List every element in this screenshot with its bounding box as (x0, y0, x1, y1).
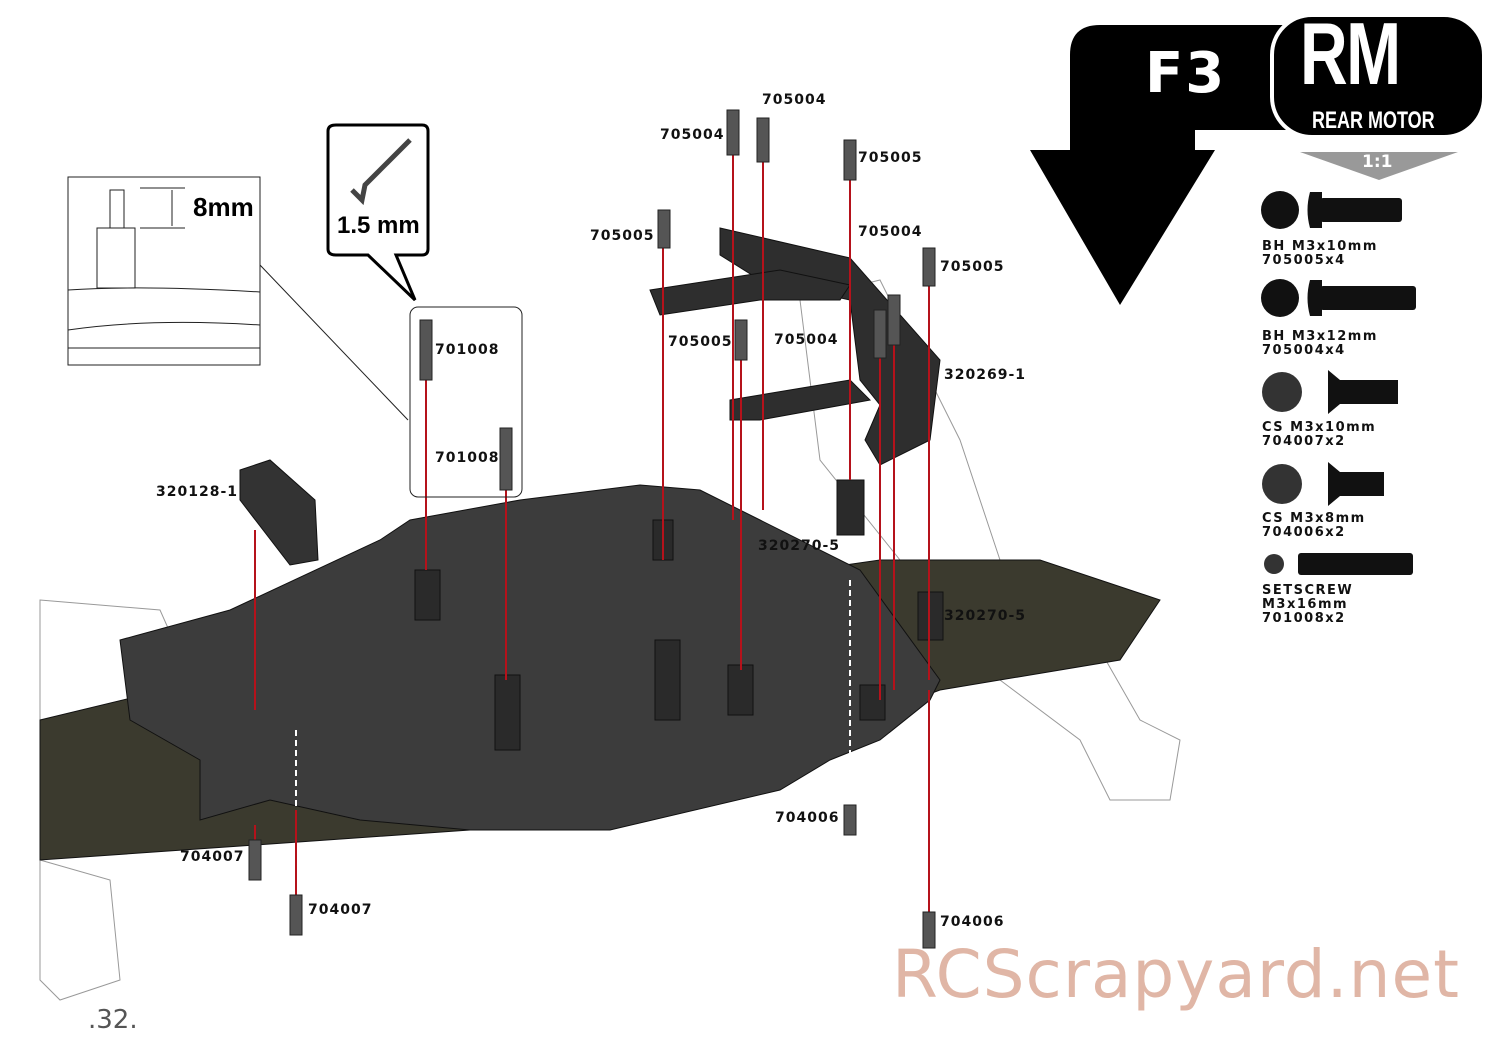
part-label: 704006 (940, 914, 1005, 930)
part-label: 705004 (660, 127, 725, 143)
part-label: 705005 (940, 259, 1005, 275)
legend-type: BH M3x10mm (1262, 239, 1378, 254)
legend-type: CS M3x10mm (1262, 420, 1377, 435)
part-label: 705005 (858, 150, 923, 166)
part-label: 705004 (858, 224, 923, 240)
legend-code: 705004x4 (1262, 343, 1346, 358)
scale-label: 1:1 (1362, 152, 1393, 172)
rm-badge-text: RM (1300, 4, 1401, 103)
legend-screw-icons (1261, 191, 1416, 575)
scale-banner (1300, 152, 1458, 180)
hex-key-callout (326, 123, 430, 302)
legend-type: BH M3x12mm (1262, 329, 1378, 344)
step-arrow-icon (1030, 25, 1300, 305)
motor-mount-320269-1 (649, 227, 941, 466)
legend-code: 704007x2 (1262, 434, 1346, 449)
part-label: 705004 (762, 92, 827, 108)
part-label: 701008 (435, 342, 500, 358)
legend-type: CS M3x8mm (1262, 511, 1366, 526)
part-label: 320270-5 (758, 538, 840, 554)
chassis-tub (119, 484, 941, 831)
part-label: 705004 (774, 332, 839, 348)
legend-code: 704006x2 (1262, 525, 1346, 540)
step-number: F3 (1145, 41, 1227, 106)
legend-type: SETSCREW (1262, 583, 1354, 598)
rear-motor-text: REAR MOTOR (1312, 107, 1435, 134)
part-label: 705005 (668, 334, 733, 350)
screw-icons (248, 109, 936, 949)
part-label: 320128-1 (156, 484, 238, 500)
inset-detail (67, 176, 523, 498)
page-number: .32. (88, 1005, 138, 1035)
battery-stop-320128-1 (239, 459, 319, 566)
hidden-guide-lines (295, 580, 851, 810)
part-label: 704007 (180, 849, 245, 865)
legend-size: M3x16mm (1262, 597, 1349, 612)
assembly-guide-lines (254, 130, 930, 912)
part-label: 701008 (435, 450, 500, 466)
legend-code: 705005x4 (1262, 253, 1346, 268)
watermark: RCScrapyard.net (892, 936, 1460, 1013)
inset-dimension: 8mm (193, 192, 254, 222)
posts (414, 479, 944, 751)
legend-code: 701008x2 (1262, 611, 1346, 626)
rm-badge (1270, 13, 1486, 139)
part-label: 705005 (590, 228, 655, 244)
part-label: 320269-1 (944, 367, 1026, 383)
tool-size: 1.5 mm (337, 212, 420, 239)
hex-key-icon (350, 138, 412, 206)
part-label: 704006 (775, 810, 840, 826)
part-label: 704007 (308, 902, 373, 918)
part-label: 320270-5 (944, 608, 1026, 624)
